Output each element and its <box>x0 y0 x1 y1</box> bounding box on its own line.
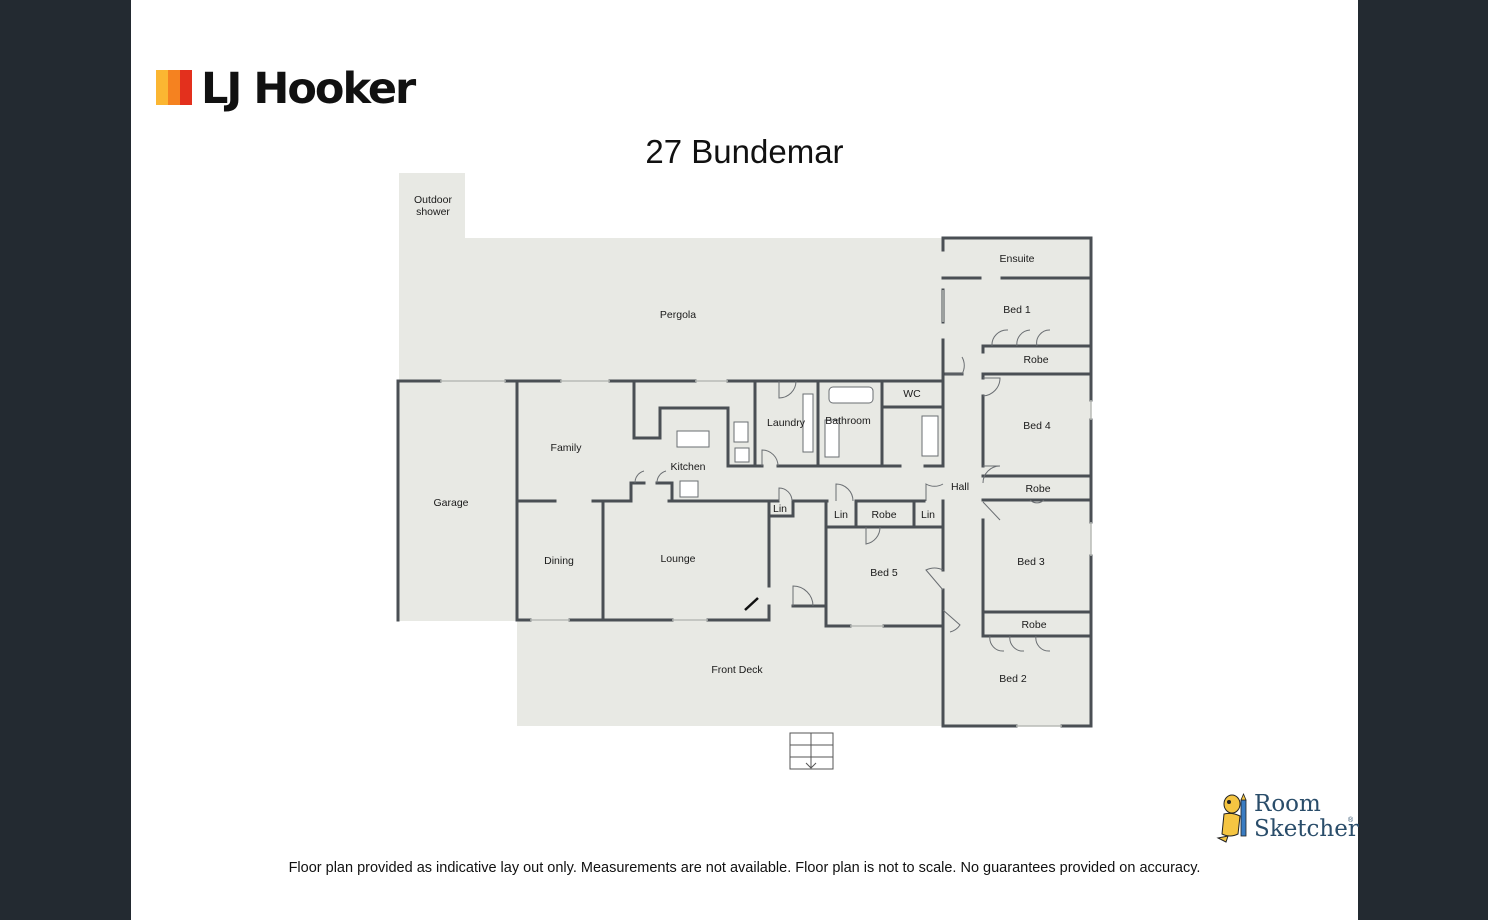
room-label-robe-1: Robe <box>1023 354 1048 366</box>
room-label-outdoor-shower-1: Outdoor <box>414 194 452 206</box>
vanity-icon <box>824 419 840 458</box>
room-label-garage: Garage <box>433 497 468 509</box>
walls <box>396 236 1093 728</box>
room-label-bed-4: Bed 4 <box>1023 420 1051 432</box>
bedroom-wing <box>943 238 1091 726</box>
room-label-bed-2: Bed 2 <box>999 673 1027 685</box>
bath-tub-icon <box>828 386 874 404</box>
room-label-bed-3: Bed 3 <box>1017 556 1045 568</box>
room-labels: Outdoor shower Pergola Ensuite Bed 1 Rob… <box>414 194 1051 685</box>
outdoor-shower-area <box>399 173 465 239</box>
kitchen-island <box>676 430 710 448</box>
front-deck-area <box>517 620 943 726</box>
room-label-bathroom: Bathroom <box>825 415 871 427</box>
fixtures <box>676 386 939 498</box>
room-label-pergola: Pergola <box>660 309 696 321</box>
room-label-laundry: Laundry <box>767 417 806 429</box>
pergola-area <box>399 238 943 381</box>
room-label-family: Family <box>551 442 583 454</box>
logo-bar-red <box>180 70 192 105</box>
room-label-kitchen: Kitchen <box>670 461 705 473</box>
room-label-robe-2: Robe <box>1021 619 1046 631</box>
room-label-robe-4: Robe <box>1025 483 1050 495</box>
roomsketcher-logo: Room Sketcher ® <box>1214 790 1359 846</box>
logo-bar-orange <box>168 70 180 105</box>
room-label-front-deck: Front Deck <box>711 664 763 676</box>
room-label-lin-1: Lin <box>773 503 787 515</box>
floor-plan-sheet: LJ Hooker 27 Bundemar <box>131 0 1359 920</box>
room-label-robe-5: Robe <box>871 509 896 521</box>
room-label-wc: WC <box>903 388 921 400</box>
laundry-bench <box>802 393 814 453</box>
room-label-lounge: Lounge <box>660 553 695 565</box>
lj-hooker-logo: LJ Hooker <box>156 64 416 118</box>
plan-title: 27 Bundemar <box>645 133 844 170</box>
shower-icon <box>921 415 939 457</box>
roomsketcher-mascot-icon <box>1216 792 1247 843</box>
room-label-hall: Hall <box>951 481 969 493</box>
room-label-dining: Dining <box>544 555 574 567</box>
sink-icon <box>734 447 750 463</box>
floor-areas <box>398 173 1091 770</box>
room-label-bed-5: Bed 5 <box>870 567 898 579</box>
kitchen-appliance <box>679 480 699 498</box>
room-label-bed-1: Bed 1 <box>1003 304 1031 316</box>
room-label-lin-2: Lin <box>834 509 848 521</box>
room-label-outdoor-shower-2: shower <box>416 206 450 218</box>
room-label-lin-3: Lin <box>921 509 935 521</box>
roomsketcher-registered-mark: ® <box>1348 817 1354 824</box>
logo-bar-yellow <box>156 70 168 105</box>
disclaimer-text: Floor plan provided as indicative lay ou… <box>288 860 1201 876</box>
logo-wordmark: LJ Hooker <box>201 64 416 114</box>
door-swings <box>634 329 1051 652</box>
roomsketcher-word-room: Room <box>1254 791 1321 817</box>
stove-icon <box>733 421 749 443</box>
floor-plan-diagram: Outdoor shower Pergola Ensuite Bed 1 Rob… <box>396 173 1093 770</box>
roomsketcher-word-sketcher: Sketcher <box>1254 816 1359 842</box>
room-label-ensuite: Ensuite <box>999 253 1034 265</box>
